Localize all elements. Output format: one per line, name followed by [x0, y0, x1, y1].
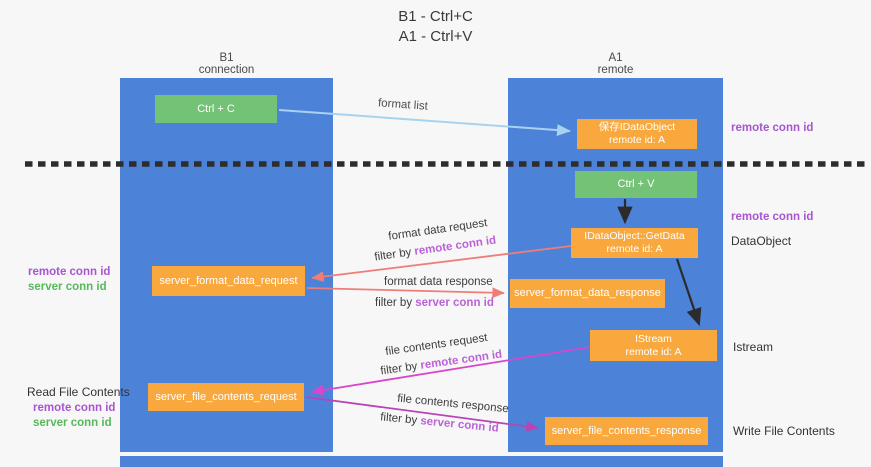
ctrl-v-label: Ctrl + V	[617, 178, 655, 190]
server-file-contents-request-box: server_file_contents_request	[148, 383, 304, 411]
title-line-1: B1 - Ctrl+C	[398, 8, 473, 25]
server-file-contents-response-box: server_file_contents_response	[545, 417, 708, 445]
right-remote-conn-id-label-2: remote conn id	[731, 211, 814, 223]
server-format-data-response-box: server_format_data_response	[510, 279, 665, 308]
arrow-file-contents-request	[311, 346, 591, 396]
arrow-file-contents-response	[305, 396, 539, 432]
left-remote-conn-id-label-2: remote conn id	[33, 402, 116, 414]
arrow-format-data-request	[311, 245, 572, 282]
write-file-contents-label: Write File Contents	[733, 424, 835, 438]
arrow-format-list	[278, 109, 571, 137]
bottom-blue-bar	[120, 456, 723, 467]
left-lifeline-role: connection	[198, 64, 255, 76]
istream-box: IStream remote id: A	[590, 330, 717, 361]
server-format-data-response-label: server_format_data_response	[514, 287, 661, 299]
istream-line1: IStream	[635, 332, 672, 345]
ctrl-v-box: Ctrl + V	[575, 171, 697, 198]
dataobject-label: DataObject	[731, 234, 792, 248]
server-format-data-request-label: server_format_data_request	[159, 274, 298, 287]
istream-side-label: Istream	[733, 340, 774, 354]
left-remote-conn-id-label-1: remote conn id	[28, 266, 111, 278]
left-lifeline-header: B1 connection	[120, 52, 333, 76]
istream-line2: remote id: A	[625, 345, 682, 358]
read-file-contents-label: Read File Contents	[27, 385, 130, 399]
left-lifeline-name: B1	[219, 52, 234, 64]
format-data-response-filter-label: filter by server conn id	[375, 297, 494, 309]
filter-by-text: filter by	[375, 297, 416, 309]
format-data-response-label: format data response	[384, 276, 493, 288]
save-dataobject-box: 保存IDataObject remote id: A	[577, 119, 697, 149]
save-dataobject-line2: remote id: A	[608, 134, 666, 146]
arrow-getdata-to-istream	[675, 258, 702, 327]
getdata-line2: remote id: A	[606, 243, 663, 255]
diagram-title: B1 - Ctrl+C A1 - Ctrl+V	[0, 7, 871, 47]
right-lifeline-header: A1 remote	[508, 52, 723, 76]
left-server-conn-id-label-2: server conn id	[33, 417, 112, 429]
right-lifeline-role: remote	[597, 64, 634, 76]
server-format-data-request-box: server_format_data_request	[152, 266, 305, 296]
filter-server-conn-id: server conn id	[415, 297, 494, 309]
right-lifeline-name: A1	[608, 52, 623, 64]
ctrl-c-label: Ctrl + C	[197, 102, 235, 115]
getdata-line1: IDataObject::GetData	[584, 230, 685, 242]
right-remote-conn-id-label-1: remote conn id	[731, 122, 814, 134]
ctrl-c-box: Ctrl + C	[155, 95, 277, 123]
arrow-format-data-response	[306, 287, 505, 299]
save-dataobject-line1: 保存IDataObject	[598, 121, 676, 133]
left-server-conn-id-label-1: server conn id	[28, 281, 107, 293]
title-line-2: A1 - Ctrl+V	[398, 28, 473, 45]
getdata-box: IDataObject::GetData remote id: A	[571, 228, 698, 258]
server-file-contents-request-label: server_file_contents_request	[155, 390, 297, 403]
server-file-contents-response-label: server_file_contents_response	[551, 424, 702, 437]
